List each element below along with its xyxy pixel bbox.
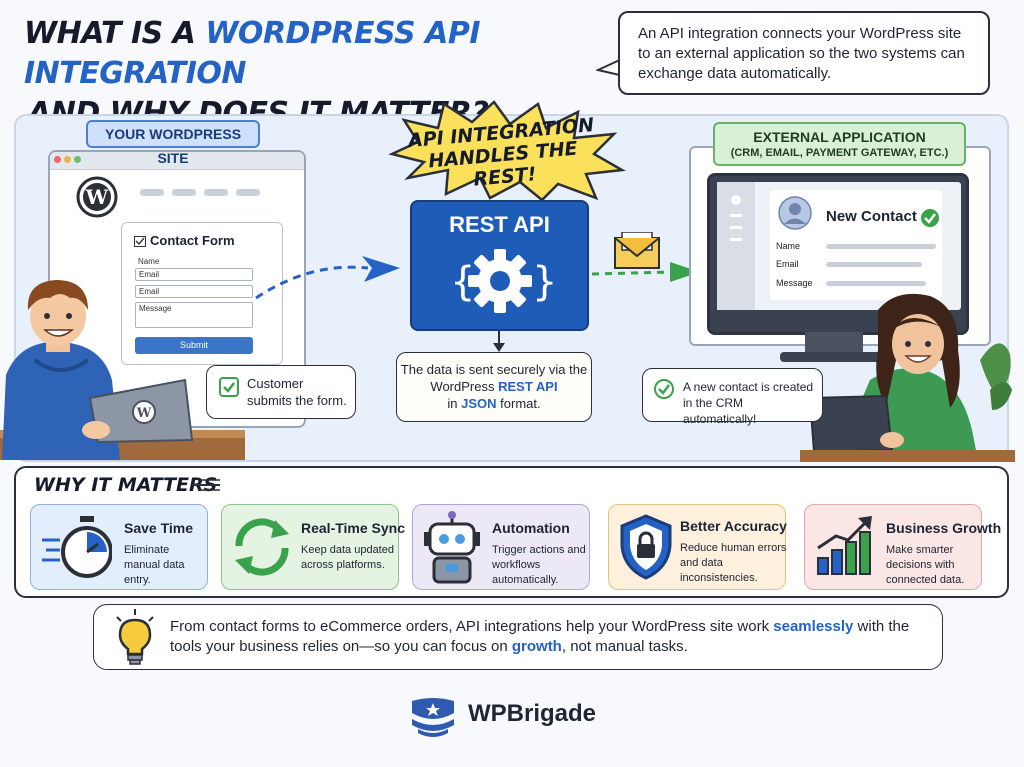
- benefit-title: Business Growth: [886, 520, 1002, 536]
- footer-text-part3: , not manual tasks.: [561, 638, 688, 655]
- lightbulb-icon: [116, 609, 154, 665]
- robot-icon: [424, 511, 480, 584]
- starburst-badge: [388, 100, 626, 200]
- note-suffix: format.: [500, 396, 541, 411]
- checkbox-icon: [134, 236, 146, 247]
- crm-user-illustration: [800, 293, 1015, 462]
- customer-illustration: W: [0, 280, 245, 460]
- form-name-label: Name: [138, 257, 160, 266]
- note-in: in: [447, 396, 458, 411]
- benefit-desc: Reduce human errors and data inconsisten…: [680, 542, 787, 584]
- crm-sidebar-icons: [730, 195, 742, 241]
- rest-api-title: REST API: [449, 212, 550, 237]
- title-accent: WORDPRESS API INTEGRATION: [24, 16, 480, 91]
- svg-text:W: W: [85, 185, 109, 209]
- brand-name: WPBrigade: [468, 700, 597, 727]
- window-dot-icon: [64, 156, 71, 163]
- growth-chart-icon: [817, 516, 872, 575]
- shield-lock-icon: [620, 514, 672, 580]
- check-circle-icon: [921, 209, 939, 227]
- user-avatar-icon: [778, 196, 812, 230]
- field-value-placeholder: [826, 262, 922, 267]
- external-app-label: EXTERNAL APPLICATION (CRM, EMAIL, PAYMEN…: [713, 122, 966, 166]
- note-prefix: The data is sent securely via the WordPr…: [400, 362, 588, 394]
- benefit-title: Better Accuracy: [680, 518, 787, 534]
- external-app-subtitle: (CRM, EMAIL, PAYMENT GATEWAY, ETC.): [730, 147, 949, 159]
- wordpress-logo-icon: W: [76, 176, 118, 218]
- browser-toolbar: [50, 152, 304, 170]
- benefit-title: Automation: [492, 520, 570, 536]
- data-secure-note: The data is sent securely via the WordPr…: [396, 352, 592, 422]
- submit-button[interactable]: Submit: [135, 337, 253, 354]
- contact-field-email: Email: [776, 259, 799, 269]
- email-field[interactable]: Email: [135, 268, 253, 281]
- footer-emphasis-seamlessly: seamlessly: [773, 618, 854, 635]
- gear-icon: { }: [450, 249, 557, 313]
- note-json: JSON: [461, 396, 497, 411]
- email-field-2[interactable]: Email: [135, 285, 253, 298]
- benefit-title: Real-Time Sync: [301, 520, 406, 536]
- footer-text-part2: with the tools your business relies on—s…: [170, 618, 910, 655]
- window-dot-icon: [74, 156, 81, 163]
- crm-note: A new contact is created in the CRM auto…: [642, 368, 823, 426]
- arrow-down-icon: [493, 331, 505, 352]
- footer-note: [93, 604, 943, 670]
- form-title: Contact Form: [150, 233, 235, 248]
- check-icon: [219, 377, 239, 397]
- title-prefix: WHAT IS A: [24, 16, 196, 51]
- footer-emphasis-growth: growth: [511, 638, 562, 655]
- message-field[interactable]: Message: [135, 302, 253, 328]
- benefit-desc: Keep data updated across platforms.: [301, 544, 394, 571]
- field-value-placeholder: [826, 281, 926, 286]
- benefit-desc: Make smarter decisions with connected da…: [886, 544, 965, 586]
- benefit-card-business-growth: [804, 504, 982, 590]
- benefit-title: Save Time: [124, 520, 194, 536]
- svg-text:}: }: [532, 259, 557, 305]
- email-transfer-icon: [591, 232, 700, 282]
- check-circle-icon: [654, 379, 674, 399]
- svg-text:W: W: [136, 406, 152, 421]
- sync-arrows-icon: [235, 518, 289, 576]
- monitor-base: [780, 352, 890, 362]
- data-flow-arrow-icon: [255, 256, 400, 300]
- note-rest-api: REST API: [498, 379, 558, 394]
- crm-note-text: A new contact is created in the CRM auto…: [683, 380, 814, 426]
- benefit-card-save-time: [30, 504, 208, 590]
- field-value-placeholder: [826, 244, 936, 249]
- external-app-title: EXTERNAL APPLICATION: [753, 129, 926, 145]
- benefit-card-real-time-sync: [221, 504, 399, 590]
- nav-placeholder: [236, 189, 260, 196]
- why-it-matters-title: WHY IT MATTERS: [34, 474, 218, 496]
- contact-field-message: Message: [776, 278, 813, 288]
- contact-field-name: Name: [776, 241, 801, 251]
- window-dot-icon: [54, 156, 61, 163]
- monitor-stand: [805, 332, 863, 354]
- submit-note-text: Customer submits the form.: [247, 376, 347, 408]
- footer-text-part1: From contact forms to eCommerce orders, …: [170, 618, 770, 635]
- submit-note: Customer submits the form.: [206, 365, 356, 419]
- nav-placeholder: [204, 189, 228, 196]
- nav-placeholder: [140, 189, 164, 196]
- wpbrigade-logo-icon: [412, 698, 454, 737]
- benefit-desc: Eliminate manual data entry.: [124, 544, 185, 586]
- intro-bubble: An API integration connects your WordPre…: [618, 11, 990, 95]
- stopwatch-icon: [42, 516, 112, 578]
- speed-lines-icon: [192, 479, 220, 491]
- benefit-desc: Trigger actions and workflows automatica…: [492, 544, 586, 586]
- nav-placeholder: [172, 189, 196, 196]
- site-label: YOUR WORDPRESS SITE: [86, 120, 260, 166]
- new-contact-title: New Contact: [826, 208, 917, 225]
- footer-text: From contact forms to eCommerce orders, …: [170, 617, 930, 657]
